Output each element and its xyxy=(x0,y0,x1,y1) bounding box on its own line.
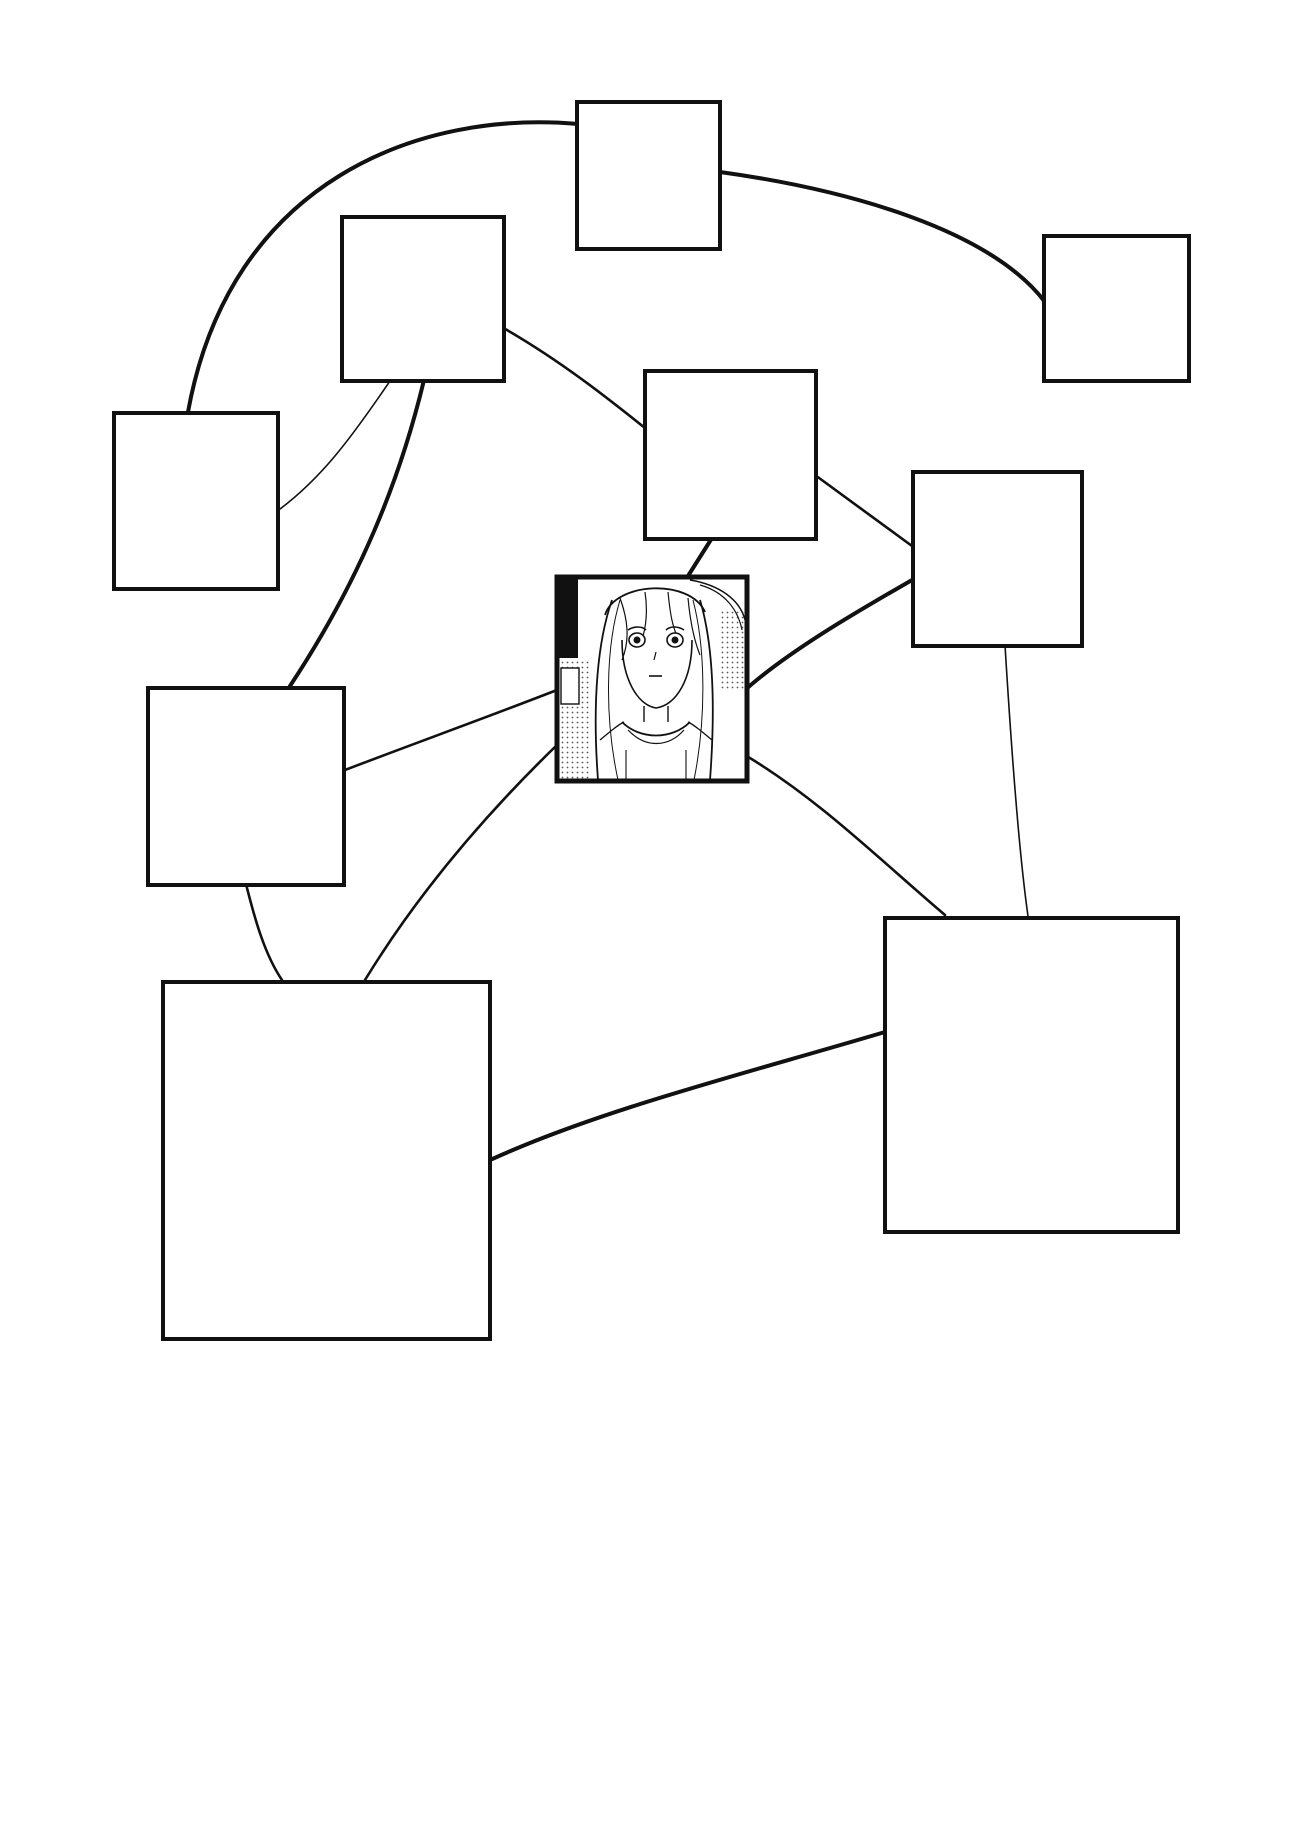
node-far-left xyxy=(112,411,280,591)
edge-portrait-left-middle xyxy=(343,688,559,772)
edges xyxy=(186,120,1047,1162)
node-bottom-right-large xyxy=(883,916,1180,1234)
edge-right-middle-portrait xyxy=(743,578,914,692)
nose xyxy=(653,651,657,661)
node-top-right xyxy=(1042,234,1191,383)
edge-center-upper-right-middle xyxy=(813,473,914,548)
node-bottom-left-large xyxy=(161,980,492,1341)
hair-right xyxy=(699,599,714,780)
node-upper-left xyxy=(340,215,506,383)
edge-top-center-top-right xyxy=(718,170,1047,304)
edge-left-middle-bottom-left xyxy=(244,882,284,982)
edge-upper-left-left-middle xyxy=(288,378,426,688)
node-top-center xyxy=(575,100,722,251)
nodes xyxy=(112,100,1191,1341)
node-center-upper xyxy=(643,369,818,541)
face-outline xyxy=(621,639,693,709)
edge-upper-left-far-left xyxy=(275,377,393,513)
portrait-shadow-strip xyxy=(558,578,578,658)
portrait-screentone-right xyxy=(720,610,746,690)
collar xyxy=(621,721,691,737)
edge-bottom-left-bottom-right xyxy=(488,1030,887,1162)
manga-girl-portrait xyxy=(558,578,746,780)
node-right-middle xyxy=(911,470,1084,648)
edge-top-center-far-left xyxy=(186,120,580,414)
hair-left xyxy=(594,599,613,780)
node-center-portrait xyxy=(554,574,750,784)
edge-portrait-bottom-left xyxy=(363,743,559,982)
edge-portrait-bottom-right xyxy=(743,753,947,917)
edge-upper-left-center-upper xyxy=(498,324,647,430)
portrait-sign xyxy=(560,667,580,705)
edge-right-middle-bottom-right xyxy=(1004,644,1029,917)
node-left-middle xyxy=(146,686,346,887)
hair-top xyxy=(604,587,706,616)
edge-center-upper-portrait xyxy=(686,536,714,578)
